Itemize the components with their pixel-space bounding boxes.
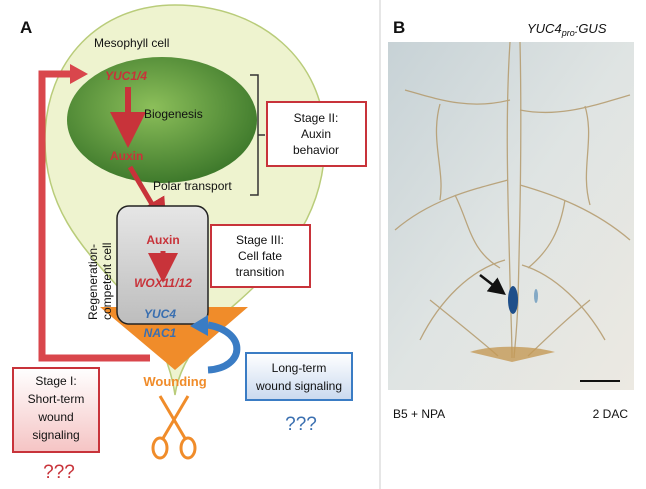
long-term-line1: Long-term [272,361,327,375]
polar-transport-label: Polar transport [153,179,232,193]
auxin-top-label: Auxin [110,149,143,163]
long-term-box [245,352,353,401]
stage2-line1: Stage II: [294,111,339,125]
stage2-line3: behavior [293,143,339,157]
mesophyll-cell-label: Mesophyll cell [94,36,169,50]
stage1-line4: signaling [32,428,79,442]
time-label: 2 DAC [593,407,629,421]
short-term-arrowhead [70,64,88,84]
treatment-label: B5 + NPA [393,407,445,421]
panel-a-label: A [20,18,32,37]
long-term-arrowhead [190,315,208,336]
reporter-title: YUC4pro:GUS [527,21,607,38]
biogenesis-label: Biogenesis [144,107,203,121]
stain-pointer-arrow [479,274,506,296]
gus-stain [508,286,518,314]
short-term-signal-arrow [38,70,150,362]
regen-cell-line1: Regeneration- [86,244,100,320]
nac1-label: NAC1 [144,326,177,340]
unknown-short-term: ??? [43,462,75,483]
stage3-line1: Stage III: [236,233,284,247]
wounding-label: Wounding [143,374,206,389]
stage2-line2: Auxin [301,127,331,141]
stage1-line1: Stage I: [35,374,76,388]
regen-cell-line2: competent cell [100,243,114,320]
unknown-long-term: ??? [285,414,317,435]
stage1-line3: wound [37,410,73,424]
wox-label: WOX11/12 [134,276,192,290]
stage3-line2: Cell fate [238,249,282,263]
stage1-line2: Short-term [28,392,85,406]
auxin-inner-label: Auxin [146,233,179,247]
stage1-box [12,367,100,453]
yuc4-label: YUC4 [144,307,176,321]
leaf-photo [388,41,634,390]
yuc14-label: YUC1/4 [105,69,147,83]
long-term-line2: wound signaling [255,379,342,393]
stage3-box [210,224,311,288]
mesophyll-cell [67,57,257,183]
stage2-box [266,101,367,167]
stage2-bracket [250,74,265,196]
scissors-icon [151,395,197,460]
stage3-line3: transition [236,265,285,279]
long-term-signal-arrow [207,321,241,374]
panel-b-label: B [393,18,405,37]
